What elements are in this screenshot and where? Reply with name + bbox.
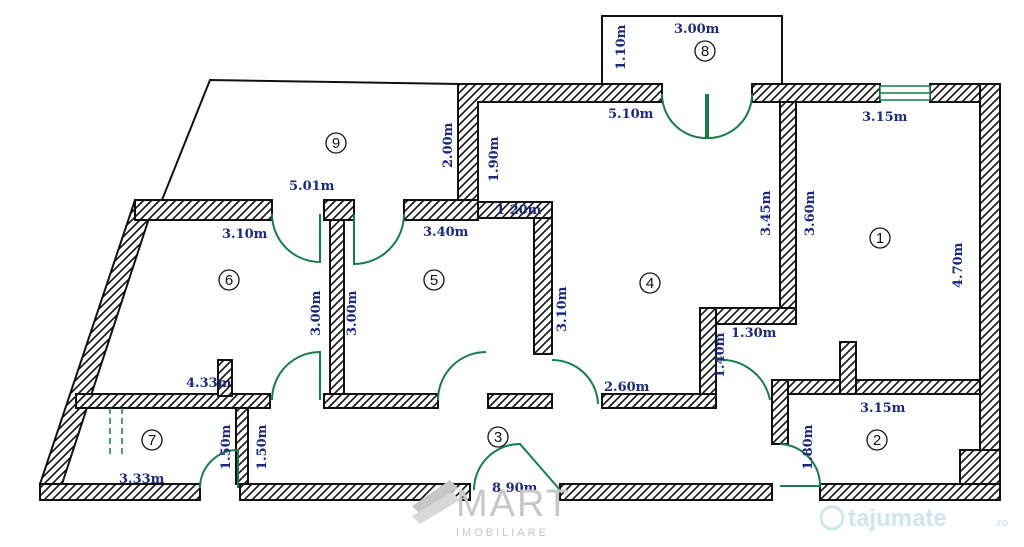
mart-logo: MART IMOBILIARE [412,480,571,539]
watermark-suffix: .ro [994,517,1008,529]
dim-hall-top: 5.10m [608,107,654,122]
room-4: 4 [639,272,661,294]
room-5: 5 [423,269,445,291]
room-9: 9 [325,132,347,154]
dim-room4-step: 1.30m [731,326,777,341]
dim-room6-top: 3.10m [222,227,268,242]
room-3: 3 [487,426,509,448]
dim-room4-door: 1.40m [713,332,728,378]
svg-text:1: 1 [876,230,884,247]
room-1: 1 [869,227,891,249]
dim-room1-left: 3.60m [803,190,818,236]
svg-text:8: 8 [701,43,709,60]
doors [109,93,822,491]
inner-walls [75,101,981,485]
room-6: 6 [218,269,240,291]
svg-text:9: 9 [332,135,340,152]
svg-text:2: 2 [873,432,881,449]
room-8: 8 [694,40,716,62]
dim-room4-left-upper: 1.90m [487,136,502,182]
svg-text:7: 7 [148,432,156,449]
logo-brand: MART [456,483,571,525]
dim-balcony-width: 3.00m [674,22,720,37]
room-7: 7 [141,429,163,451]
dim-room2-left: 1.80m [801,424,816,470]
dim-room6-bottom: 4.33m [186,376,232,391]
dim-room4-small: 1.20m [496,203,542,218]
dim-balcony-depth: 1.10m [614,24,629,70]
svg-text:4: 4 [646,275,654,292]
dim-room4-left: 3.10m [555,286,570,332]
dimension-labels: 3.00m 1.10m 5.10m 3.15m 4.70m 3.60m 3.45… [119,22,966,496]
dim-room5-top: 3.40m [423,225,469,240]
dim-room4-bottom: 2.60m [604,380,650,395]
dim-terrace-bottom: 5.01m [289,179,335,194]
outer-walls [38,83,1001,501]
window [879,85,931,101]
dim-room7-right-a: 1.50m [219,424,234,470]
dim-room1-height: 4.70m [951,242,966,288]
balcony-outline [601,15,783,88]
watermark-text: tajumate [848,505,947,532]
svg-text:3: 3 [494,429,502,446]
dim-room5-left: 3.00m [345,290,360,336]
dim-room1-top: 3.15m [862,110,908,125]
svg-text:5: 5 [430,272,438,289]
dim-room4-right: 3.45m [759,190,774,236]
logo-subtitle: IMOBILIARE [456,527,549,539]
dim-room7-right-b: 1.50m [255,424,270,470]
dim-room7-bottom: 3.33m [119,472,165,487]
svg-text:6: 6 [225,272,233,289]
dim-room3-bottom: 8.90m [492,481,538,496]
dim-terrace-left: 2.00m [441,122,456,168]
watermark: tajumate .ro [819,505,1008,532]
dim-room6-right: 3.00m [309,290,324,336]
room-labels: 1 2 3 4 5 6 7 8 9 [141,40,891,451]
dim-room2-top: 3.15m [860,401,906,416]
room-2: 2 [866,429,888,451]
